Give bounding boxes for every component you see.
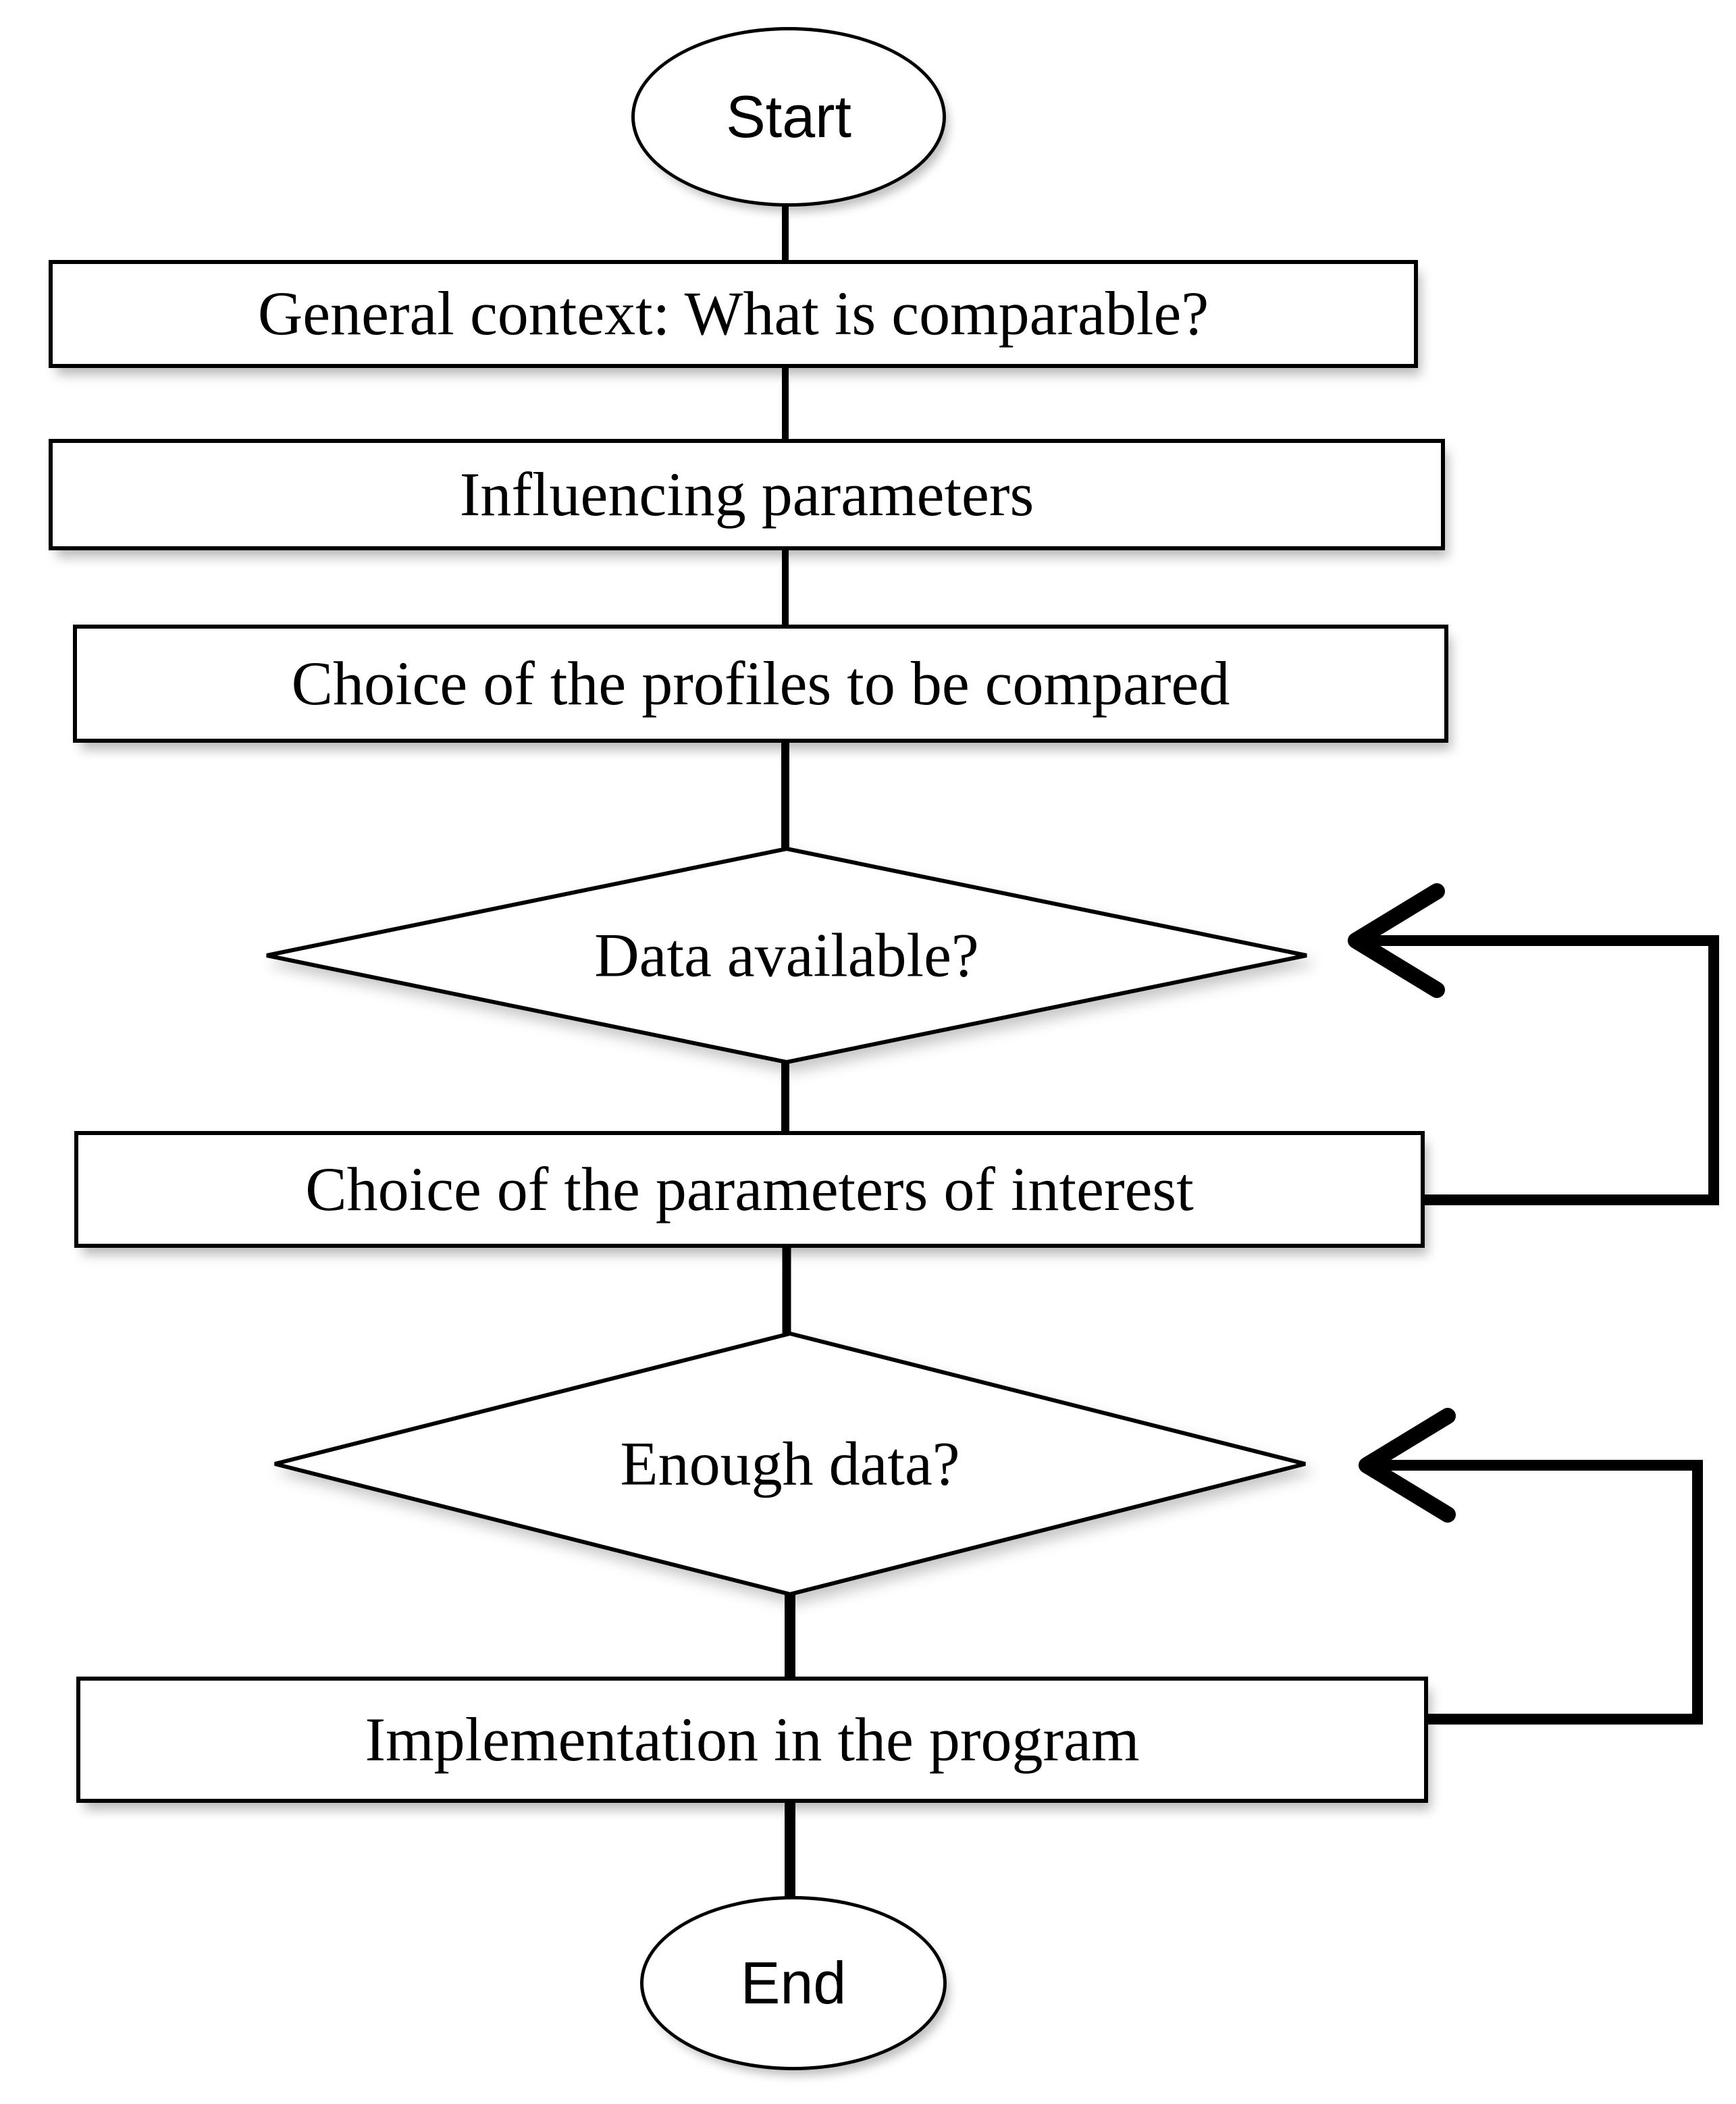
node-start: Start [631, 27, 946, 207]
feedback-loop-implementation-to-enough-data [1376, 1460, 1703, 1725]
node-influencing-parameters-label: Influencing parameters [459, 459, 1034, 529]
feedback-loop-parameters-to-data-available [1365, 935, 1719, 1205]
node-enough-data-label: Enough data? [620, 1429, 960, 1498]
node-general-context-label: General context: What is comparable? [257, 279, 1209, 348]
node-general-context: General context: What is comparable? [49, 260, 1418, 368]
node-choice-profiles: Choice of the profiles to be compared [73, 625, 1448, 743]
arrowhead-into-data-available-icon [1348, 883, 1445, 998]
node-choice-profiles-label: Choice of the profiles to be compared [291, 648, 1230, 718]
node-start-label: Start [726, 82, 851, 150]
decision-enough-data-shape [274, 1331, 1306, 1597]
node-end-label: End [740, 1949, 847, 2016]
node-choice-parameters-label: Choice of the parameters of interest [305, 1154, 1194, 1224]
node-implementation: Implementation in the program [76, 1677, 1428, 1803]
node-data-available-label: Data available? [594, 920, 979, 990]
node-influencing-parameters: Influencing parameters [49, 439, 1445, 550]
node-end: End [640, 1896, 947, 2070]
node-implementation-label: Implementation in the program [365, 1704, 1140, 1774]
node-choice-parameters: Choice of the parameters of interest [74, 1131, 1425, 1248]
arrowhead-into-enough-data-icon [1359, 1408, 1456, 1523]
decision-data-available-shape [266, 846, 1307, 1065]
